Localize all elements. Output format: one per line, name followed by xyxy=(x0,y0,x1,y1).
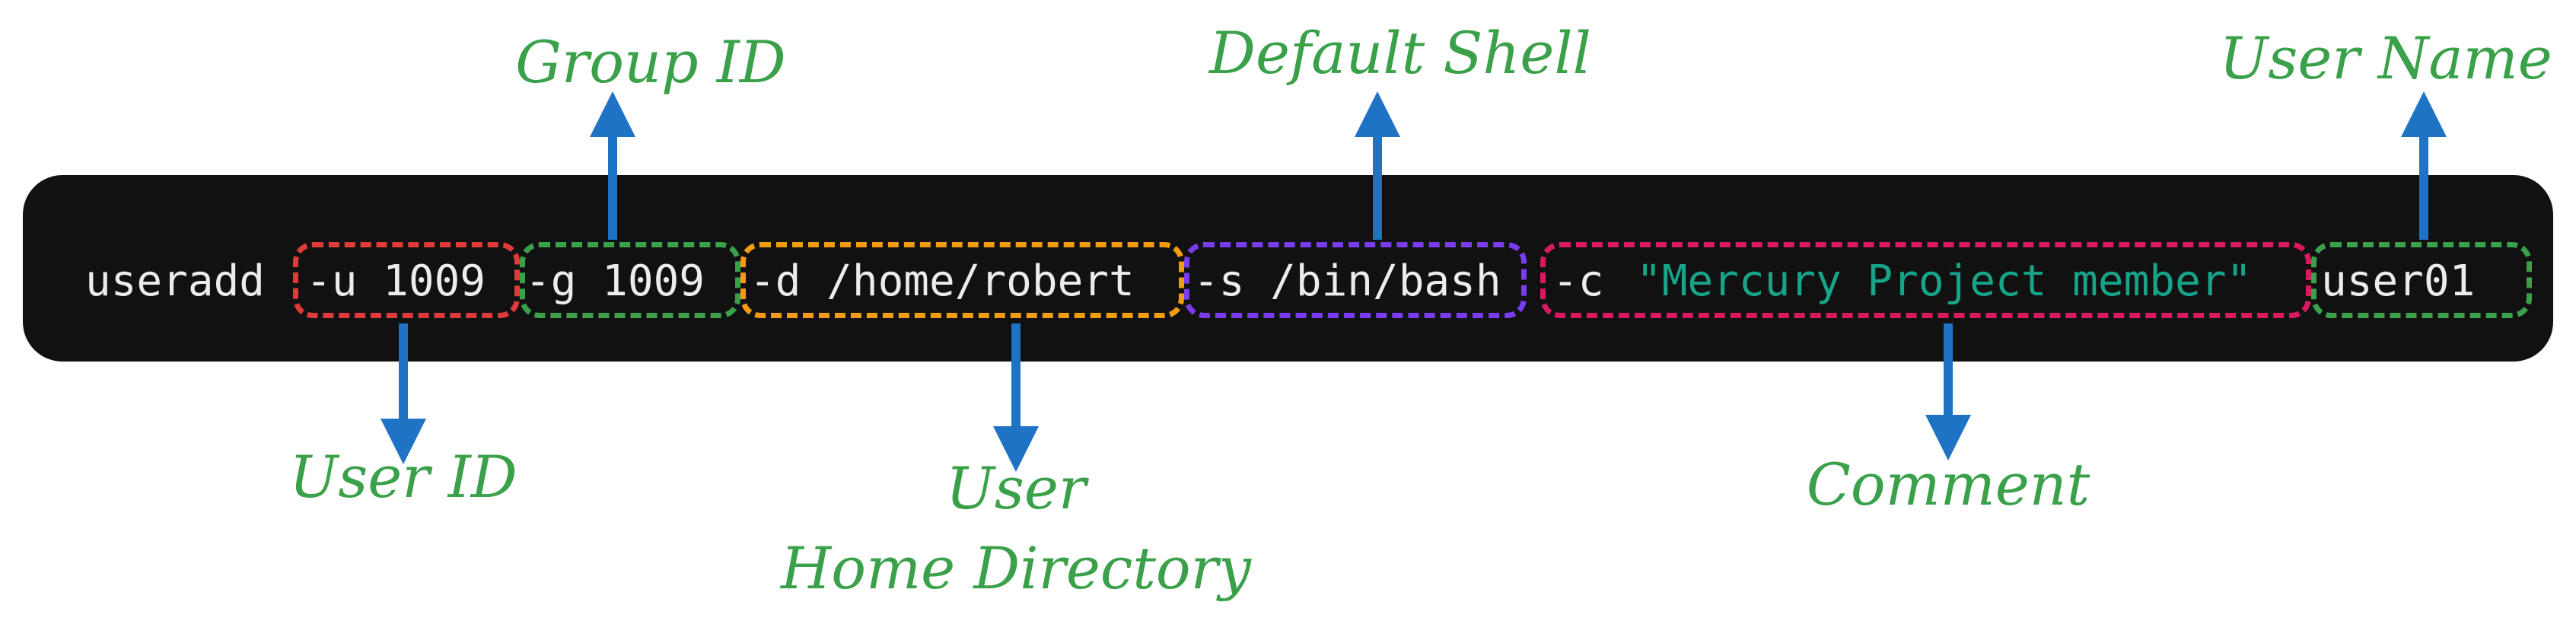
command-home-flag: -d /home/robert xyxy=(750,256,1135,306)
command-comment-value: "Mercury Project member" xyxy=(1636,256,2253,306)
user-id-label: User ID xyxy=(289,443,517,511)
comment-highlight-box xyxy=(1540,242,2311,318)
home-highlight-box xyxy=(740,242,1184,318)
default-shell-label: Default Shell xyxy=(1209,19,1591,87)
user-name-label: User Name xyxy=(2219,24,2552,92)
uid-highlight-box xyxy=(293,242,520,318)
command-shell-flag: -s /bin/bash xyxy=(1193,256,1501,306)
command-base: useradd xyxy=(85,256,266,306)
command-username: user01 xyxy=(2321,256,2476,306)
shell-highlight-box xyxy=(1184,242,1527,318)
gid-highlight-box xyxy=(520,242,740,318)
user-home-label-line1: User xyxy=(945,454,1087,522)
group-id-label: Group ID xyxy=(515,28,786,96)
comment-label: Comment xyxy=(1806,451,2090,518)
command-gid-flag: -g 1009 xyxy=(525,256,705,306)
command-uid-flag: -u 1009 xyxy=(306,256,486,306)
command-comment-flag: -c xyxy=(1552,256,1604,306)
user-home-label-line2: Home Directory xyxy=(781,534,1251,602)
terminal-window xyxy=(23,175,2553,362)
username-highlight-box xyxy=(2311,242,2532,318)
